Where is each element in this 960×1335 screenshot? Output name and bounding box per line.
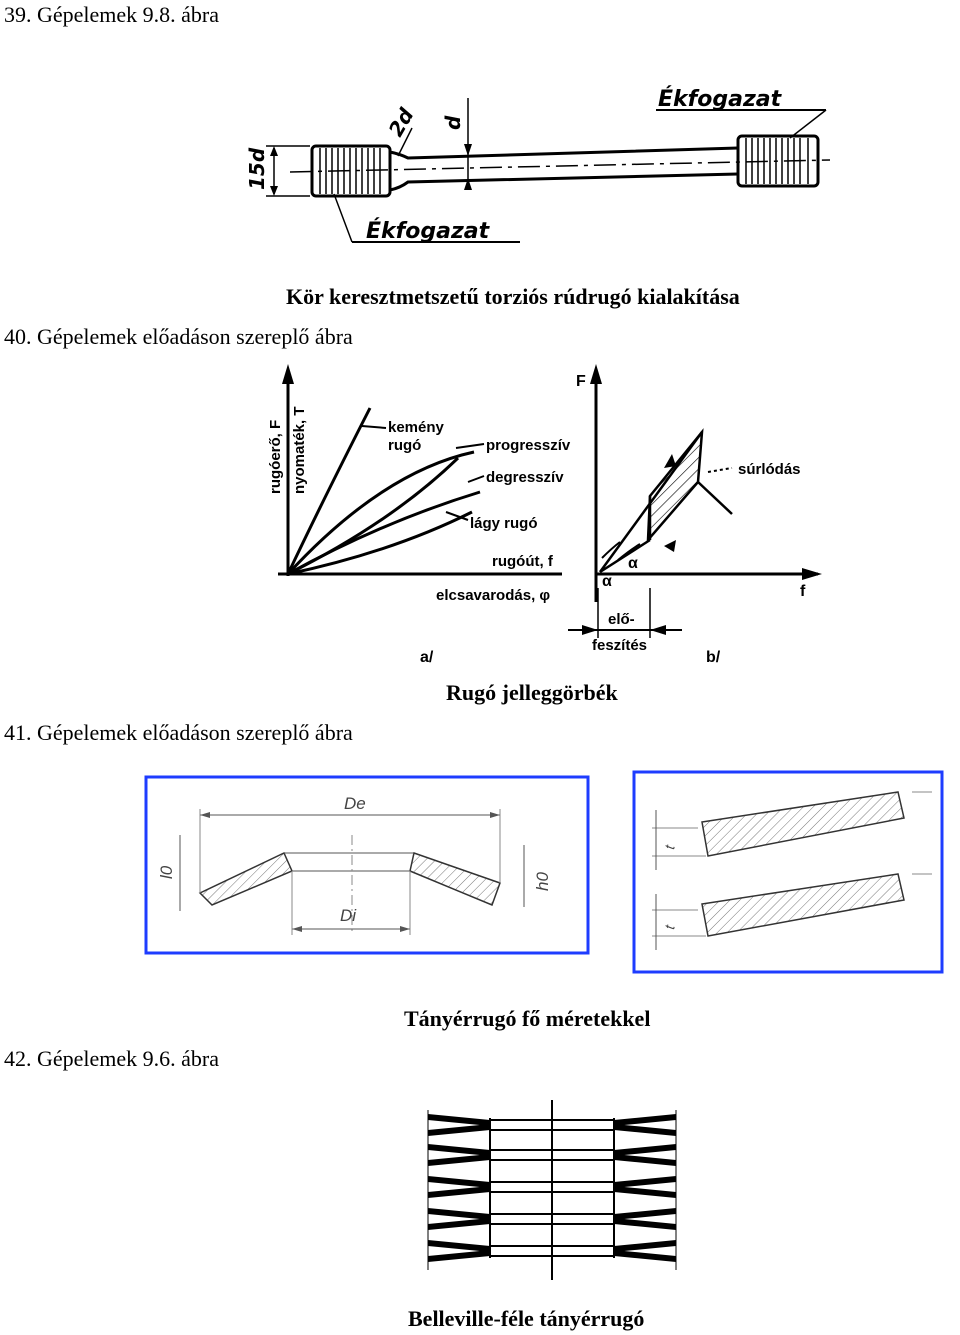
curve-progressive-label: progresszív — [486, 437, 571, 454]
y-label-force: rugóerő, F — [267, 420, 284, 494]
dim-d: d — [441, 115, 465, 130]
curve-soft-label: lágy rugó — [470, 515, 538, 532]
section-40-heading: 40. Gépelemek előadáson szereplő ábra — [4, 324, 353, 349]
right-spline-head — [736, 134, 820, 188]
dim-h0: h0 — [533, 872, 552, 891]
friction-label: súrlódás — [738, 461, 801, 478]
axis-f-label: f — [800, 583, 806, 600]
section-39-heading: 39. Gépelemek 9.8. ábra — [4, 2, 220, 27]
preload-label-1: elő- — [608, 611, 635, 628]
section-40-caption: Rugó jelleggörbék — [446, 680, 618, 705]
curve-soft — [287, 510, 473, 576]
dim-t-lower: t — [661, 923, 678, 931]
dim-De: De — [344, 794, 366, 813]
friction-area — [646, 428, 704, 544]
disc-stack — [427, 1110, 677, 1270]
dim-15d: 15d — [245, 147, 269, 190]
x-label-deflection: rugóút, f — [492, 553, 554, 570]
alpha-label-2: α — [628, 555, 638, 572]
dim-l0: l0 — [157, 865, 176, 879]
dim-2d: 2d — [384, 103, 419, 140]
curve-degressive-upper — [287, 456, 460, 576]
spring-characteristics-figure: rugóerő, F nyomaték, T kemény rugó progr… — [267, 364, 822, 666]
curve-hard-label-1: kemény — [388, 419, 445, 436]
curve-degressive — [287, 490, 481, 576]
disc-spring-section-panel: t t — [632, 770, 944, 974]
belleville-spring-stack — [427, 1100, 677, 1280]
preload-label-2: feszítés — [592, 637, 647, 654]
curve-progressive — [286, 450, 475, 576]
alpha-label-1: α — [602, 573, 612, 590]
curve-hard — [286, 407, 372, 575]
label-ekfogazat-bottom: Ékfogazat — [366, 218, 491, 244]
label-ekfogazat-top: Ékfogazat — [658, 86, 783, 112]
y-label-torque: nyomaték, T — [291, 406, 308, 494]
section-42-heading: 42. Gépelemek 9.6. ábra — [4, 1046, 220, 1071]
section-39-caption: Kör keresztmetszetű torziós rúdrugó kial… — [286, 284, 740, 309]
torsion-bar-figure: 15d d 2d Ékfogazat Ékfogazat — [245, 86, 831, 244]
dim-Di: Di — [340, 906, 357, 925]
panel-a-label: a/ — [420, 649, 434, 666]
left-spline-head — [310, 144, 392, 198]
axis-F-label: F — [576, 373, 586, 390]
curve-hard-label-2: rugó — [388, 437, 421, 454]
panel-b-label: b/ — [706, 649, 721, 666]
x-label-twist: elcsavarodás, φ — [436, 587, 550, 604]
disc-spring-dimensions-panel: De Di l0 h0 — [144, 775, 590, 955]
curve-degressive-label: degresszív — [486, 469, 564, 486]
section-42-caption: Belleville-féle tányérrugó — [408, 1306, 645, 1331]
section-41-heading: 41. Gépelemek előadáson szereplő ábra — [4, 720, 353, 745]
section-41-caption: Tányérrugó fő méretekkel — [404, 1006, 651, 1031]
dim-t-upper: t — [661, 843, 678, 851]
